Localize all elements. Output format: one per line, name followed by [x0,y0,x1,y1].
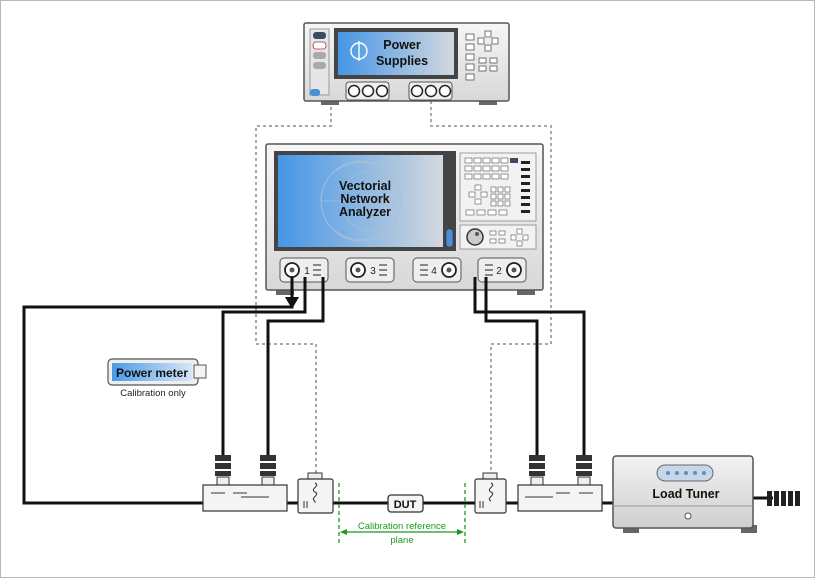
vna-label-line3: Analyzer [339,205,391,219]
right-directional-coupler [517,455,603,512]
vna-port4-label: 4 [431,266,437,277]
vna-label-line2: Network [340,192,389,206]
load-tuner: Load Tuner [612,455,800,533]
load-tuner-label: Load Tuner [652,487,719,501]
calibration-label-line2: plane [390,535,413,546]
power-meter-label: Power meter [116,366,188,380]
dut-label: DUT [394,499,417,511]
calibration-label-line1: Calibration reference [358,521,446,532]
left-bias-tee [297,472,334,514]
power-supplies-label-line1: Power [383,38,421,52]
vna-label-line1: Vectorial [339,179,391,193]
power-supplies-unit: Power Supplies [303,22,510,105]
calibration-reference-plane: Calibration reference plane [338,483,466,546]
arrow-down-icon [285,297,299,309]
vna-port1-label: 1 [304,266,310,277]
vna-unit: Vectorial Network Analyzer [265,143,544,295]
dut-block: DUT [387,494,424,513]
power-meter-caption: Calibration only [120,388,186,399]
rf-cables [22,277,586,505]
vna-port2-label: 2 [496,266,502,277]
control-lines [255,101,552,479]
power-supplies-label-line2: Supplies [376,54,428,68]
right-bias-tee [474,472,507,514]
left-directional-coupler [202,455,288,512]
vna-port3-label: 3 [370,266,376,277]
power-meter: Power meter Calibration only [107,358,207,399]
